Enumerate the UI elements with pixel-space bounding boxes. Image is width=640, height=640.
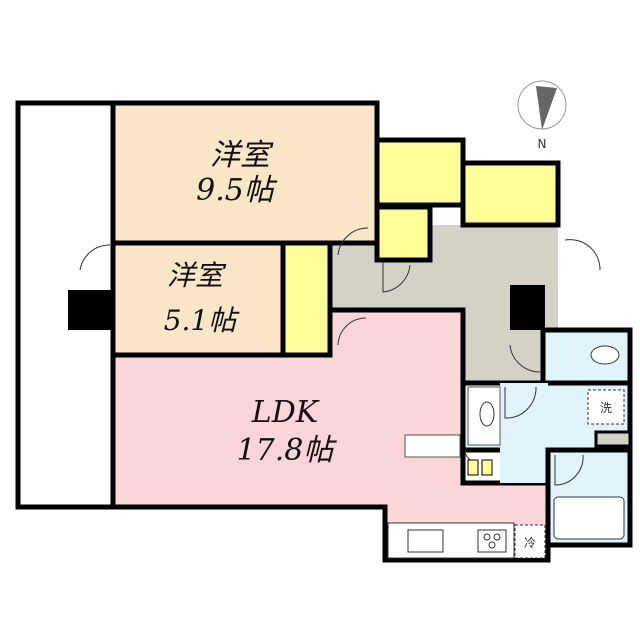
washer-label: 洗 bbox=[600, 401, 612, 415]
stove-icon bbox=[477, 529, 507, 553]
western1-size: 9.5帖 bbox=[196, 173, 278, 208]
fridge-label: 冷 bbox=[524, 536, 536, 550]
closet-2 bbox=[460, 160, 561, 228]
toilet-icon bbox=[590, 345, 620, 365]
closet-3 bbox=[374, 204, 433, 263]
counter-bar bbox=[404, 434, 461, 458]
kitchen-sink-icon bbox=[407, 529, 444, 553]
compass-icon: N bbox=[517, 80, 567, 151]
ldk-name: LDK bbox=[251, 395, 320, 430]
western-room-2 bbox=[110, 240, 286, 358]
ldk-size: 17.8帖 bbox=[237, 433, 338, 468]
fridge-space bbox=[514, 524, 546, 559]
outdoor-unit bbox=[68, 290, 113, 330]
western1-name: 洋室 bbox=[210, 138, 274, 173]
western2-size: 5.1帖 bbox=[164, 304, 241, 337]
western2-name: 洋室 bbox=[167, 259, 227, 292]
sink-icon bbox=[479, 401, 495, 427]
closet-room2 bbox=[280, 240, 333, 358]
washer-space bbox=[587, 389, 625, 425]
vanity bbox=[467, 386, 501, 446]
doors bbox=[79, 227, 601, 486]
closet-1 bbox=[374, 137, 466, 208]
compass-label: N bbox=[538, 137, 547, 151]
bathtub bbox=[553, 496, 625, 540]
pipe-shaft bbox=[510, 285, 545, 330]
